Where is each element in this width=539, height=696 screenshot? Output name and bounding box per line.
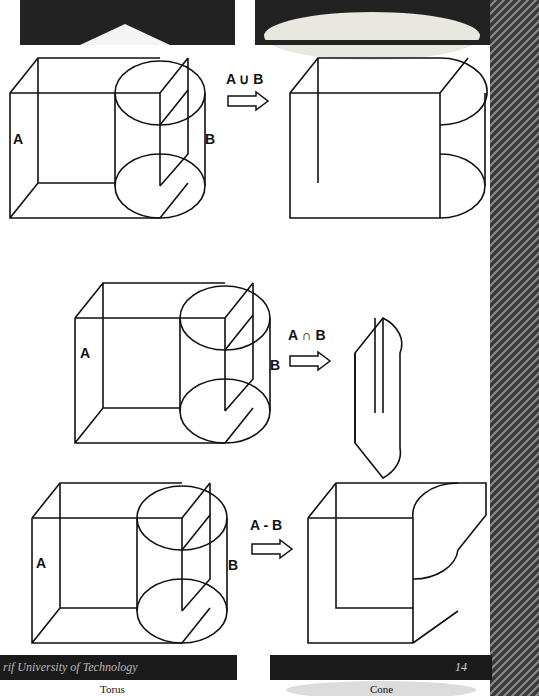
arrow bbox=[252, 540, 292, 558]
union-figure bbox=[290, 58, 487, 218]
image-caption: Cone bbox=[370, 684, 393, 695]
operation-label: A ∩ B bbox=[288, 328, 326, 342]
footer-bar bbox=[270, 655, 492, 680]
image-caption: Torus bbox=[100, 684, 125, 695]
disc-shape bbox=[264, 12, 480, 60]
part-label: A bbox=[36, 556, 46, 570]
part-label: A bbox=[13, 132, 23, 146]
operation-label: A ∪ B bbox=[226, 72, 263, 86]
part-label: B bbox=[205, 132, 215, 146]
peak-shape bbox=[80, 24, 170, 45]
part-label: B bbox=[228, 558, 238, 572]
box-cylinder-figure bbox=[10, 58, 205, 218]
box-cylinder-figure bbox=[32, 483, 227, 643]
difference-figure bbox=[308, 483, 486, 643]
page-number: 14 bbox=[455, 661, 467, 673]
footer-bar bbox=[0, 655, 237, 680]
footer-text: rif University of Technology bbox=[3, 661, 138, 673]
intersection-figure bbox=[355, 318, 402, 478]
part-label: B bbox=[270, 358, 280, 372]
arrow bbox=[228, 92, 268, 110]
part-label: A bbox=[80, 346, 90, 360]
box-cylinder-figure bbox=[75, 283, 270, 443]
top-image-bar bbox=[20, 0, 235, 45]
side-strip bbox=[490, 0, 539, 696]
operation-label: A - B bbox=[250, 518, 282, 532]
cone-base-shape bbox=[286, 681, 476, 696]
arrow bbox=[290, 352, 330, 370]
